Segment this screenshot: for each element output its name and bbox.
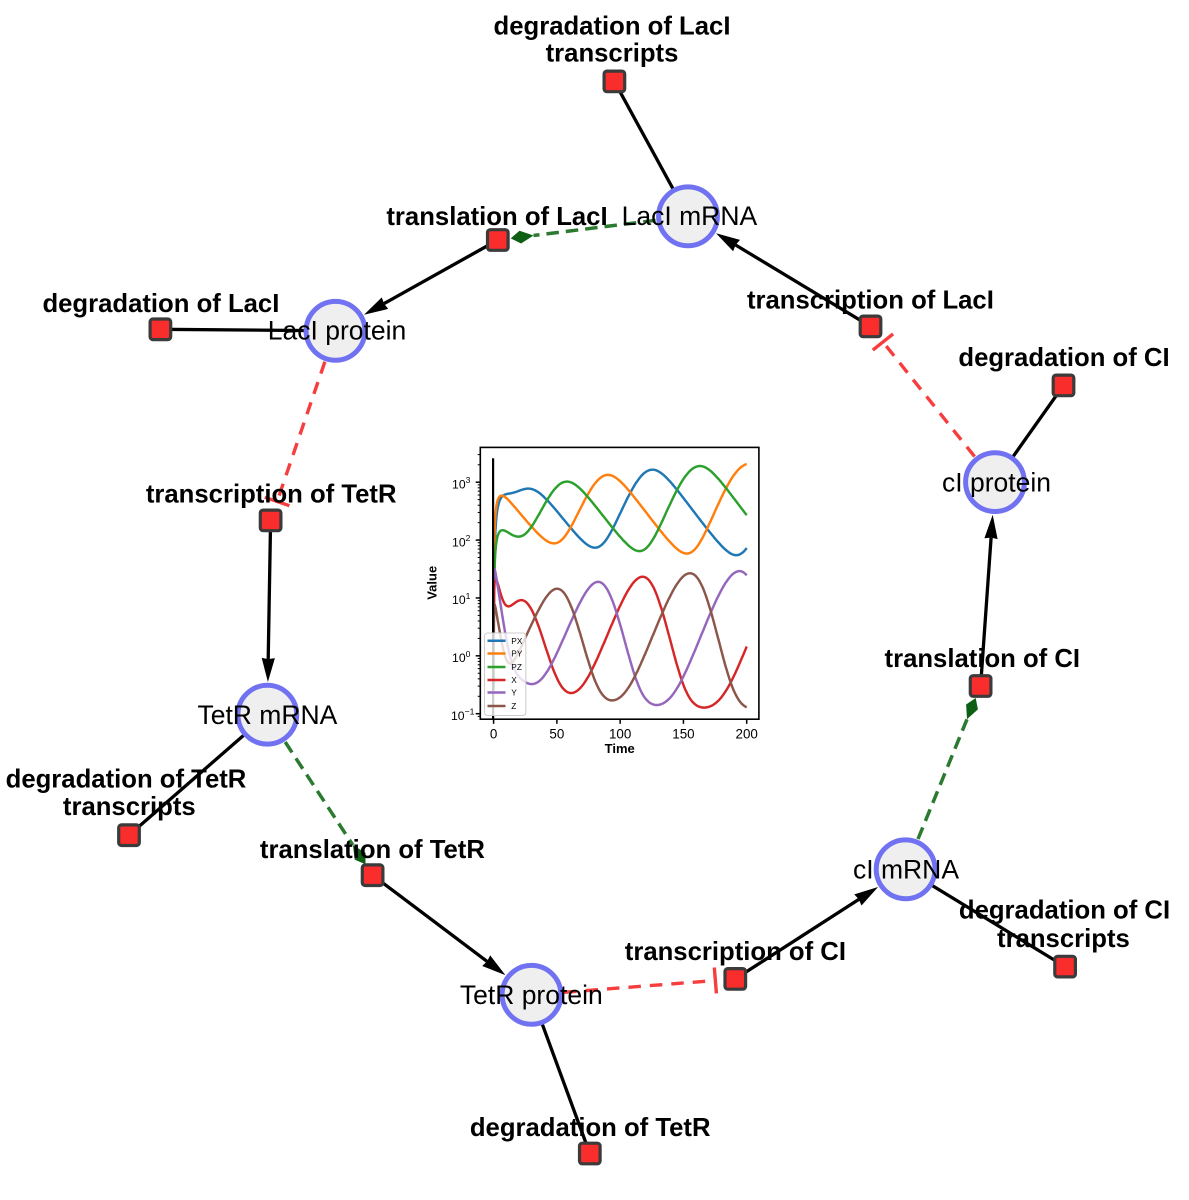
svg-text:Z: Z <box>511 701 516 711</box>
svg-text:150: 150 <box>672 726 694 741</box>
svg-text:degradation of CI: degradation of CI <box>958 344 1169 372</box>
svg-text:transcripts: transcripts <box>546 40 679 68</box>
svg-text:PX: PX <box>511 636 523 646</box>
svg-text:degradation of TetR: degradation of TetR <box>470 1114 711 1142</box>
svg-text:X: X <box>511 675 517 685</box>
svg-text:transcription of TetR: transcription of TetR <box>146 481 397 509</box>
svg-text:degradation of LacI: degradation of LacI <box>42 290 279 318</box>
svg-text:TetR mRNA: TetR mRNA <box>197 700 337 730</box>
svg-text:transcripts: transcripts <box>997 925 1130 953</box>
svg-text:translation of LacI: translation of LacI <box>386 203 607 231</box>
svg-text:0: 0 <box>490 726 497 741</box>
svg-text:translation of TetR: translation of TetR <box>260 836 485 864</box>
svg-text:cI mRNA: cI mRNA <box>853 854 959 884</box>
svg-text:PZ: PZ <box>511 662 522 672</box>
svg-text:Y: Y <box>511 688 517 698</box>
svg-text:TetR protein: TetR protein <box>460 980 603 1010</box>
svg-text:degradation of CI: degradation of CI <box>959 896 1170 924</box>
svg-text:transcription of CI: transcription of CI <box>625 938 846 966</box>
svg-text:LacI protein: LacI protein <box>268 316 406 346</box>
svg-text:transcription of LacI: transcription of LacI <box>747 287 994 315</box>
svg-text:Time: Time <box>605 741 635 756</box>
svg-text:cI protein: cI protein <box>942 468 1051 498</box>
svg-text:degradation of TetR: degradation of TetR <box>6 765 247 793</box>
svg-text:translation of CI: translation of CI <box>885 645 1081 673</box>
svg-text:200: 200 <box>736 726 758 741</box>
svg-text:50: 50 <box>549 726 564 741</box>
svg-text:PY: PY <box>511 649 523 659</box>
svg-text:Value: Value <box>425 566 440 600</box>
svg-text:transcripts: transcripts <box>63 793 196 821</box>
svg-text:degradation of LacI: degradation of LacI <box>494 12 731 40</box>
svg-text:LacI mRNA: LacI mRNA <box>622 201 758 231</box>
svg-text:100: 100 <box>609 726 631 741</box>
